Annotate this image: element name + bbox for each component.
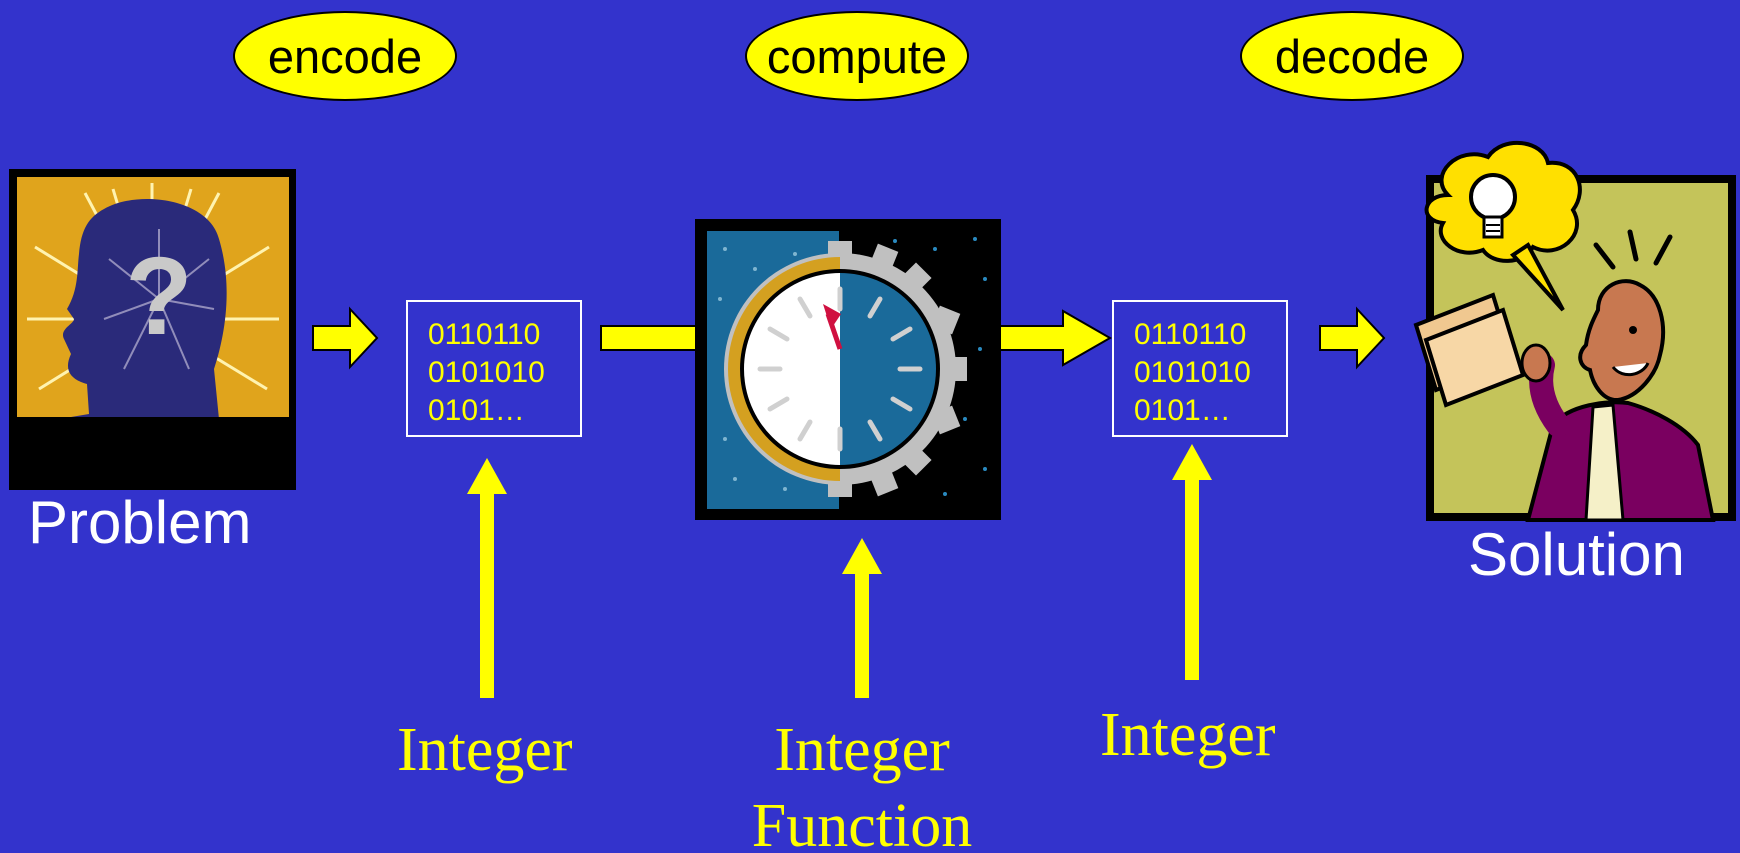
- binary-box-encoded: 0110110 0101010 0101…: [406, 300, 582, 437]
- binary-line: 0110110: [428, 318, 541, 351]
- arrow-up-right: [1172, 444, 1212, 680]
- encode-step-label: encode: [233, 11, 457, 101]
- binary-line: 0101…: [428, 394, 525, 427]
- binary-box-result: 0110110 0101010 0101…: [1112, 300, 1288, 437]
- solution-person-lightbulb-icon: [1413, 140, 1736, 522]
- arrow-up-center: [842, 538, 882, 698]
- problem-head-question-icon: ?: [9, 169, 296, 490]
- integer-function-label: Integer Function: [740, 712, 984, 853]
- integer-function-line1: Integer: [774, 716, 950, 784]
- arrow-encode: [312, 306, 379, 370]
- arrow-up-left: [467, 458, 507, 698]
- integer-input-label-left: Integer: [397, 716, 573, 784]
- arrow-decode: [1319, 306, 1386, 370]
- compute-gear-clock-icon: [695, 219, 1001, 520]
- binary-line: 0101010: [1134, 356, 1251, 389]
- problem-label: Problem: [28, 489, 252, 556]
- solution-label: Solution: [1468, 521, 1685, 588]
- arrow-compute-out: [998, 309, 1113, 367]
- binary-line: 0110110: [1134, 318, 1247, 351]
- decode-step-label: decode: [1240, 11, 1464, 101]
- integer-function-line2: Function: [751, 792, 973, 853]
- binary-line: 0101010: [428, 356, 545, 389]
- svg-text:?: ?: [125, 235, 192, 358]
- compute-step-label: compute: [745, 11, 969, 101]
- integer-input-label-right: Integer: [1100, 701, 1276, 769]
- binary-line: 0101…: [1134, 394, 1231, 427]
- arrow-to-compute: [600, 325, 698, 351]
